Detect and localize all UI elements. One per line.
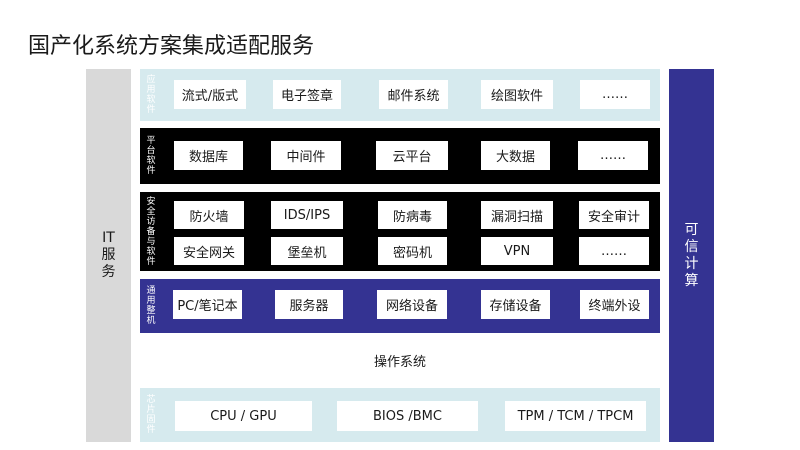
band-label-char: 与 [146, 236, 156, 247]
operating-system-band: 操作系统 [140, 340, 660, 380]
application-software-band: 应 用 软 件 流式/版式 电子签章 邮件系统 绘图软件 …… [140, 69, 660, 121]
band-label-char: 件 [146, 105, 156, 115]
chip-item: TPM / TCM / TPCM [505, 401, 646, 431]
chip-item: BIOS /BMC [337, 401, 478, 431]
app-item: 流式/版式 [174, 80, 246, 109]
band-label-char: 访 [146, 216, 156, 227]
general-hardware-band: 通 用 整 机 PC/笔记本 服务器 网络设备 存储设备 终端外设 [140, 279, 660, 333]
security-band: 安 全 访 备 与 软 件 防火墙 IDS/IPS 防病毒 漏洞扫描 安全审计 … [140, 192, 660, 271]
band-label-char: 软 [146, 156, 156, 166]
trusted-computing-char: 算 [684, 272, 699, 289]
app-item: 绘图软件 [481, 80, 553, 109]
chip-firmware-band: 芯 片 固 件 CPU / GPU BIOS /BMC TPM / TCM / … [140, 388, 660, 442]
it-services-char: 服 [101, 247, 116, 263]
security-item: …… [579, 237, 649, 265]
security-item: 漏洞扫描 [481, 201, 553, 229]
band-label-char: 件 [146, 166, 156, 176]
band-label-char: 用 [146, 296, 156, 306]
platform-item: …… [578, 141, 648, 170]
operating-system-label: 操作系统 [373, 354, 426, 370]
hardware-item: 存储设备 [481, 290, 550, 319]
hardware-item: 终端外设 [580, 290, 649, 319]
security-item: VPN [481, 237, 553, 265]
security-item: 防火墙 [174, 201, 244, 229]
band-label-char: 固 [146, 415, 156, 425]
platform-item: 中间件 [271, 141, 341, 170]
security-item: 安全审计 [579, 201, 649, 229]
app-item: 邮件系统 [379, 80, 448, 109]
application-software-label: 应 用 软 件 [144, 69, 158, 121]
security-item: 堡垒机 [271, 237, 343, 265]
it-services-char: IT [102, 230, 115, 246]
platform-item: 云平台 [376, 141, 448, 170]
band-label-char: 台 [146, 146, 156, 156]
security-item: 防病毒 [378, 201, 447, 229]
trusted-computing-label: 可 信 计 算 [685, 222, 699, 290]
platform-software-label: 平 台 软 件 [144, 128, 158, 184]
trusted-computing-char: 可 [684, 221, 699, 238]
app-item: …… [580, 80, 650, 109]
security-item: 安全网关 [174, 237, 244, 265]
hardware-item: 网络设备 [377, 290, 447, 319]
hardware-item: 服务器 [275, 290, 343, 319]
hardware-item: PC/笔记本 [173, 290, 242, 319]
band-label-char: 件 [146, 425, 156, 435]
band-label-char: 通 [146, 286, 156, 296]
platform-item: 大数据 [481, 141, 550, 170]
it-services-label: IT 服 务 [102, 230, 116, 281]
security-label: 安 全 访 备 与 软 件 [144, 192, 158, 271]
general-hardware-label: 通 用 整 机 [144, 279, 158, 333]
band-label-char: 芯 [146, 395, 156, 405]
band-label-char: 件 [146, 256, 156, 267]
security-item: IDS/IPS [271, 201, 343, 229]
band-label-char: 机 [146, 316, 156, 326]
platform-software-band: 平 台 软 件 数据库 中间件 云平台 大数据 …… [140, 128, 660, 184]
band-label-char: 备 [146, 226, 156, 237]
it-services-char: 务 [101, 264, 116, 280]
band-label-char: 安 [146, 196, 156, 207]
it-services-bar: IT 服 务 [86, 69, 131, 442]
platform-item: 数据库 [174, 141, 243, 170]
app-item: 电子签章 [273, 80, 341, 109]
trusted-computing-char: 计 [684, 255, 699, 272]
chip-item: CPU / GPU [175, 401, 312, 431]
band-label-char: 片 [146, 405, 156, 415]
chip-firmware-label: 芯 片 固 件 [144, 388, 158, 442]
band-label-char: 全 [146, 206, 156, 217]
trusted-computing-bar: 可 信 计 算 [669, 69, 714, 442]
band-label-char: 软 [146, 246, 156, 257]
page-title: 国产化系统方案集成适配服务 [28, 34, 315, 59]
band-label-char: 整 [146, 306, 156, 316]
band-label-char: 平 [146, 136, 156, 146]
trusted-computing-char: 信 [684, 238, 699, 255]
security-item: 密码机 [378, 237, 447, 265]
band-label-char: 软 [146, 95, 156, 105]
band-label-char: 应 [146, 75, 156, 85]
band-label-char: 用 [146, 85, 156, 95]
